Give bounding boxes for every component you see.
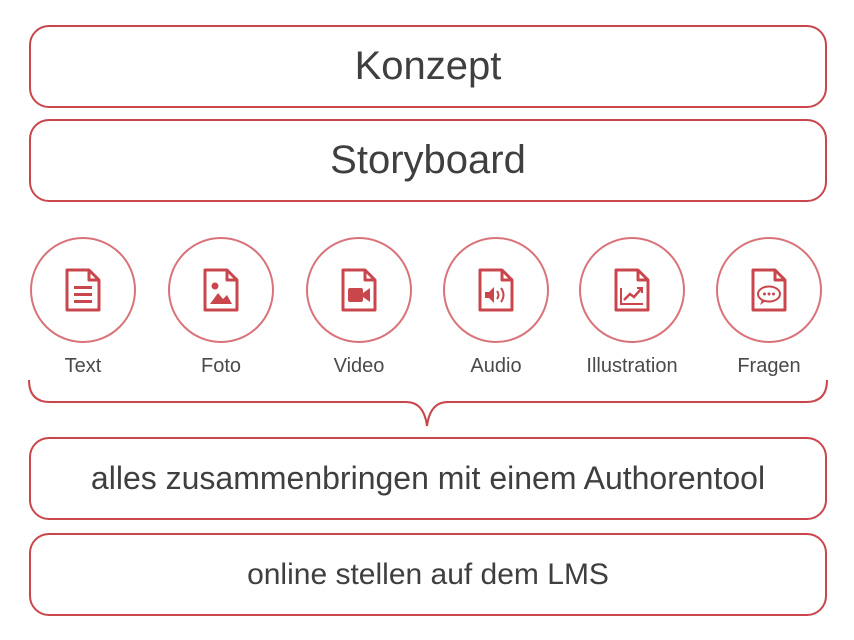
grouping-brace: [28, 379, 828, 427]
media-audio-label: Audio: [470, 355, 522, 377]
step-publish-label: online stellen auf dem LMS: [247, 557, 609, 591]
chat-document-icon: [751, 268, 787, 312]
media-illustration: [579, 237, 685, 343]
step-storyboard: Storyboard: [29, 119, 827, 202]
media-foto: [168, 237, 274, 343]
video-document-icon: [341, 268, 377, 312]
media-fragen: [716, 237, 822, 343]
step-publish: online stellen auf dem LMS: [29, 533, 827, 616]
media-illustration-label: Illustration: [586, 355, 678, 377]
step-combine: alles zusammenbringen mit einem Authoren…: [29, 437, 827, 520]
audio-document-icon: [478, 268, 514, 312]
chart-document-icon: [614, 268, 650, 312]
media-text: [30, 237, 136, 343]
text-document-icon: [65, 268, 101, 312]
media-fragen-label: Fragen: [737, 355, 801, 377]
media-foto-label: Foto: [200, 355, 242, 377]
step-storyboard-label: Storyboard: [330, 138, 526, 182]
media-text-label: Text: [64, 355, 102, 377]
photo-document-icon: [203, 268, 239, 312]
step-konzept-label: Konzept: [354, 44, 502, 88]
step-combine-label: alles zusammenbringen mit einem Authoren…: [90, 460, 766, 496]
media-video: [306, 237, 412, 343]
media-audio: [443, 237, 549, 343]
media-types: Text Foto Video Audio Illustration Frage…: [30, 237, 822, 377]
media-video-label: Video: [333, 355, 385, 377]
step-konzept: Konzept: [29, 25, 827, 108]
